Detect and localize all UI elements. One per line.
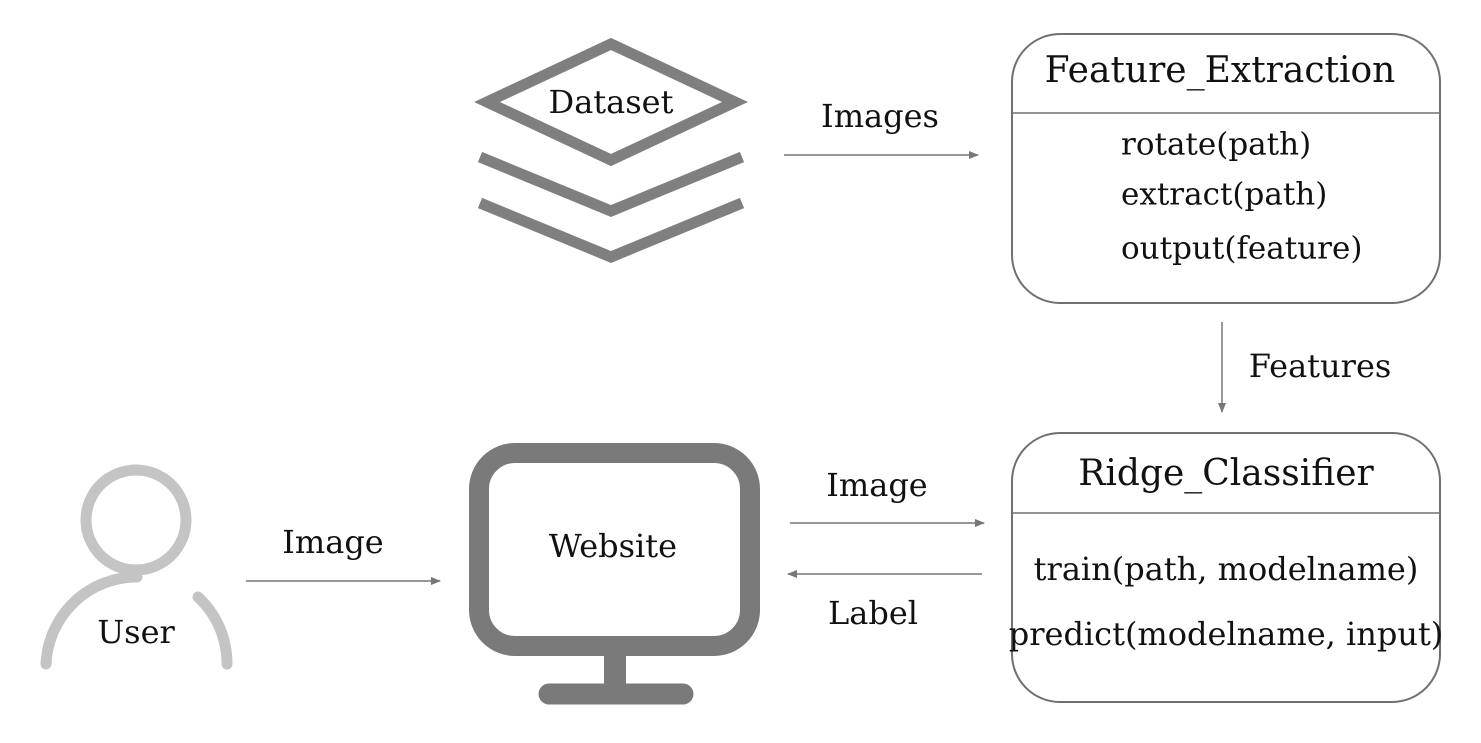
layers-icon: [474, 37, 748, 263]
edge-label-website-image: Image: [826, 466, 928, 504]
method-train: train(path, modelname): [1033, 550, 1419, 588]
feature-extraction-box: [1011, 33, 1441, 304]
feature-extraction-title: Feature_Extraction: [1044, 50, 1396, 91]
dataset-label: Dataset: [548, 83, 674, 121]
edge-label-features: Features: [1248, 347, 1392, 385]
ridge-classifier-box: [1011, 432, 1441, 703]
monitor-icon: [469, 443, 760, 705]
method-extract: extract(path): [1121, 176, 1328, 213]
ridge-classifier-title: Ridge_Classifier: [1078, 453, 1374, 494]
person-icon: [40, 464, 233, 670]
user-label: User: [97, 613, 175, 651]
method-rotate: rotate(path): [1121, 126, 1312, 163]
edge-label-label: Label: [828, 594, 918, 632]
edge-label-user-image: Image: [282, 523, 384, 561]
method-predict: predict(modelname, input): [1008, 615, 1444, 653]
edge-label-images: Images: [821, 97, 939, 135]
website-label: Website: [548, 527, 678, 565]
method-output: output(feature): [1121, 230, 1363, 267]
